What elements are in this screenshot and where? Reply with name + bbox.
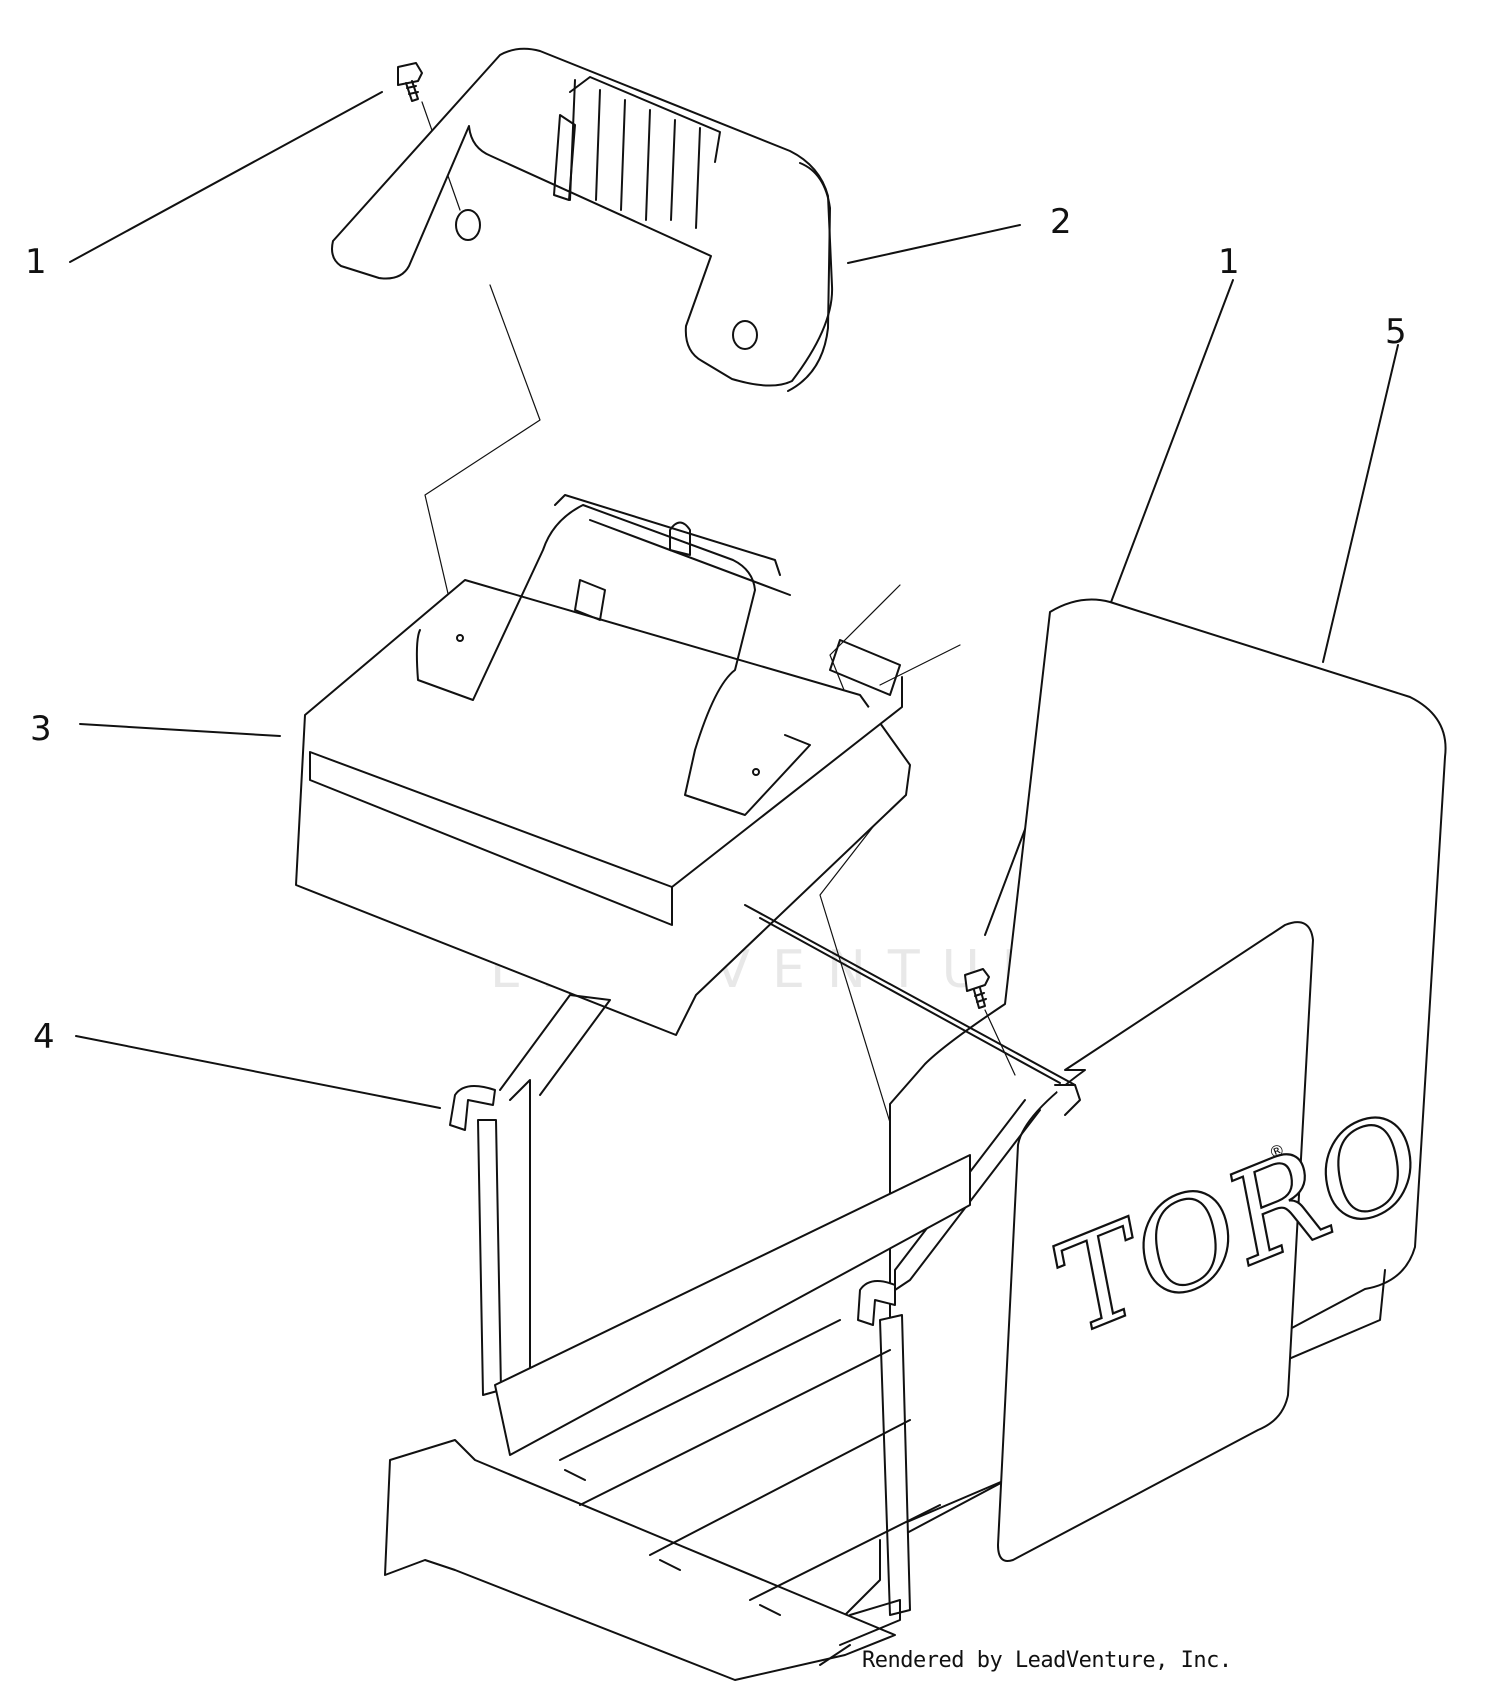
handle-grip bbox=[331, 47, 834, 392]
callout-screw-left: 1 bbox=[25, 242, 47, 282]
bag-bottom-tray bbox=[384, 1154, 971, 1681]
rendered-by-credit: Rendered by LeadVenture, Inc. bbox=[862, 1648, 1232, 1673]
callout-screw-right: 1 bbox=[1218, 242, 1240, 282]
grass-bag bbox=[839, 598, 1447, 1621]
callout-cover: 3 bbox=[30, 709, 52, 749]
screw-right bbox=[964, 968, 1016, 1076]
callout-frame: 4 bbox=[33, 1017, 55, 1057]
bag-cover bbox=[295, 494, 911, 1036]
callout-bag: 5 bbox=[1385, 312, 1407, 352]
screw-left bbox=[397, 62, 461, 211]
svg-text:®: ® bbox=[1266, 1139, 1288, 1163]
callout-handle: 2 bbox=[1050, 202, 1072, 242]
bag-frame bbox=[449, 904, 1081, 1616]
